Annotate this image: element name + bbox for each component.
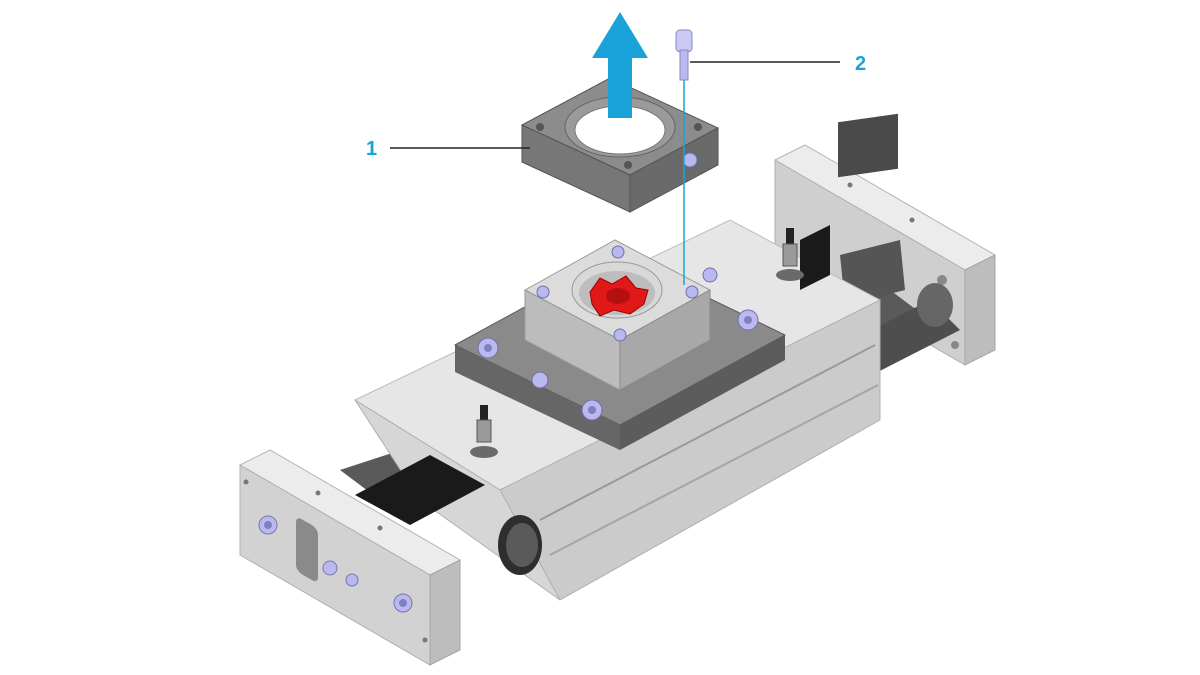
upward-arrow-icon: [592, 12, 648, 118]
left-end-plate: [238, 449, 462, 666]
socket-screw: [675, 29, 693, 81]
belt-slots: [355, 225, 830, 525]
sensor-pins: [470, 228, 804, 458]
callout-label-2: 2: [855, 53, 866, 75]
bearing-flange: [520, 77, 720, 213]
callout-label-1: 1: [366, 138, 377, 160]
red-coupling: [589, 275, 649, 317]
mount-screws: [536, 245, 699, 342]
